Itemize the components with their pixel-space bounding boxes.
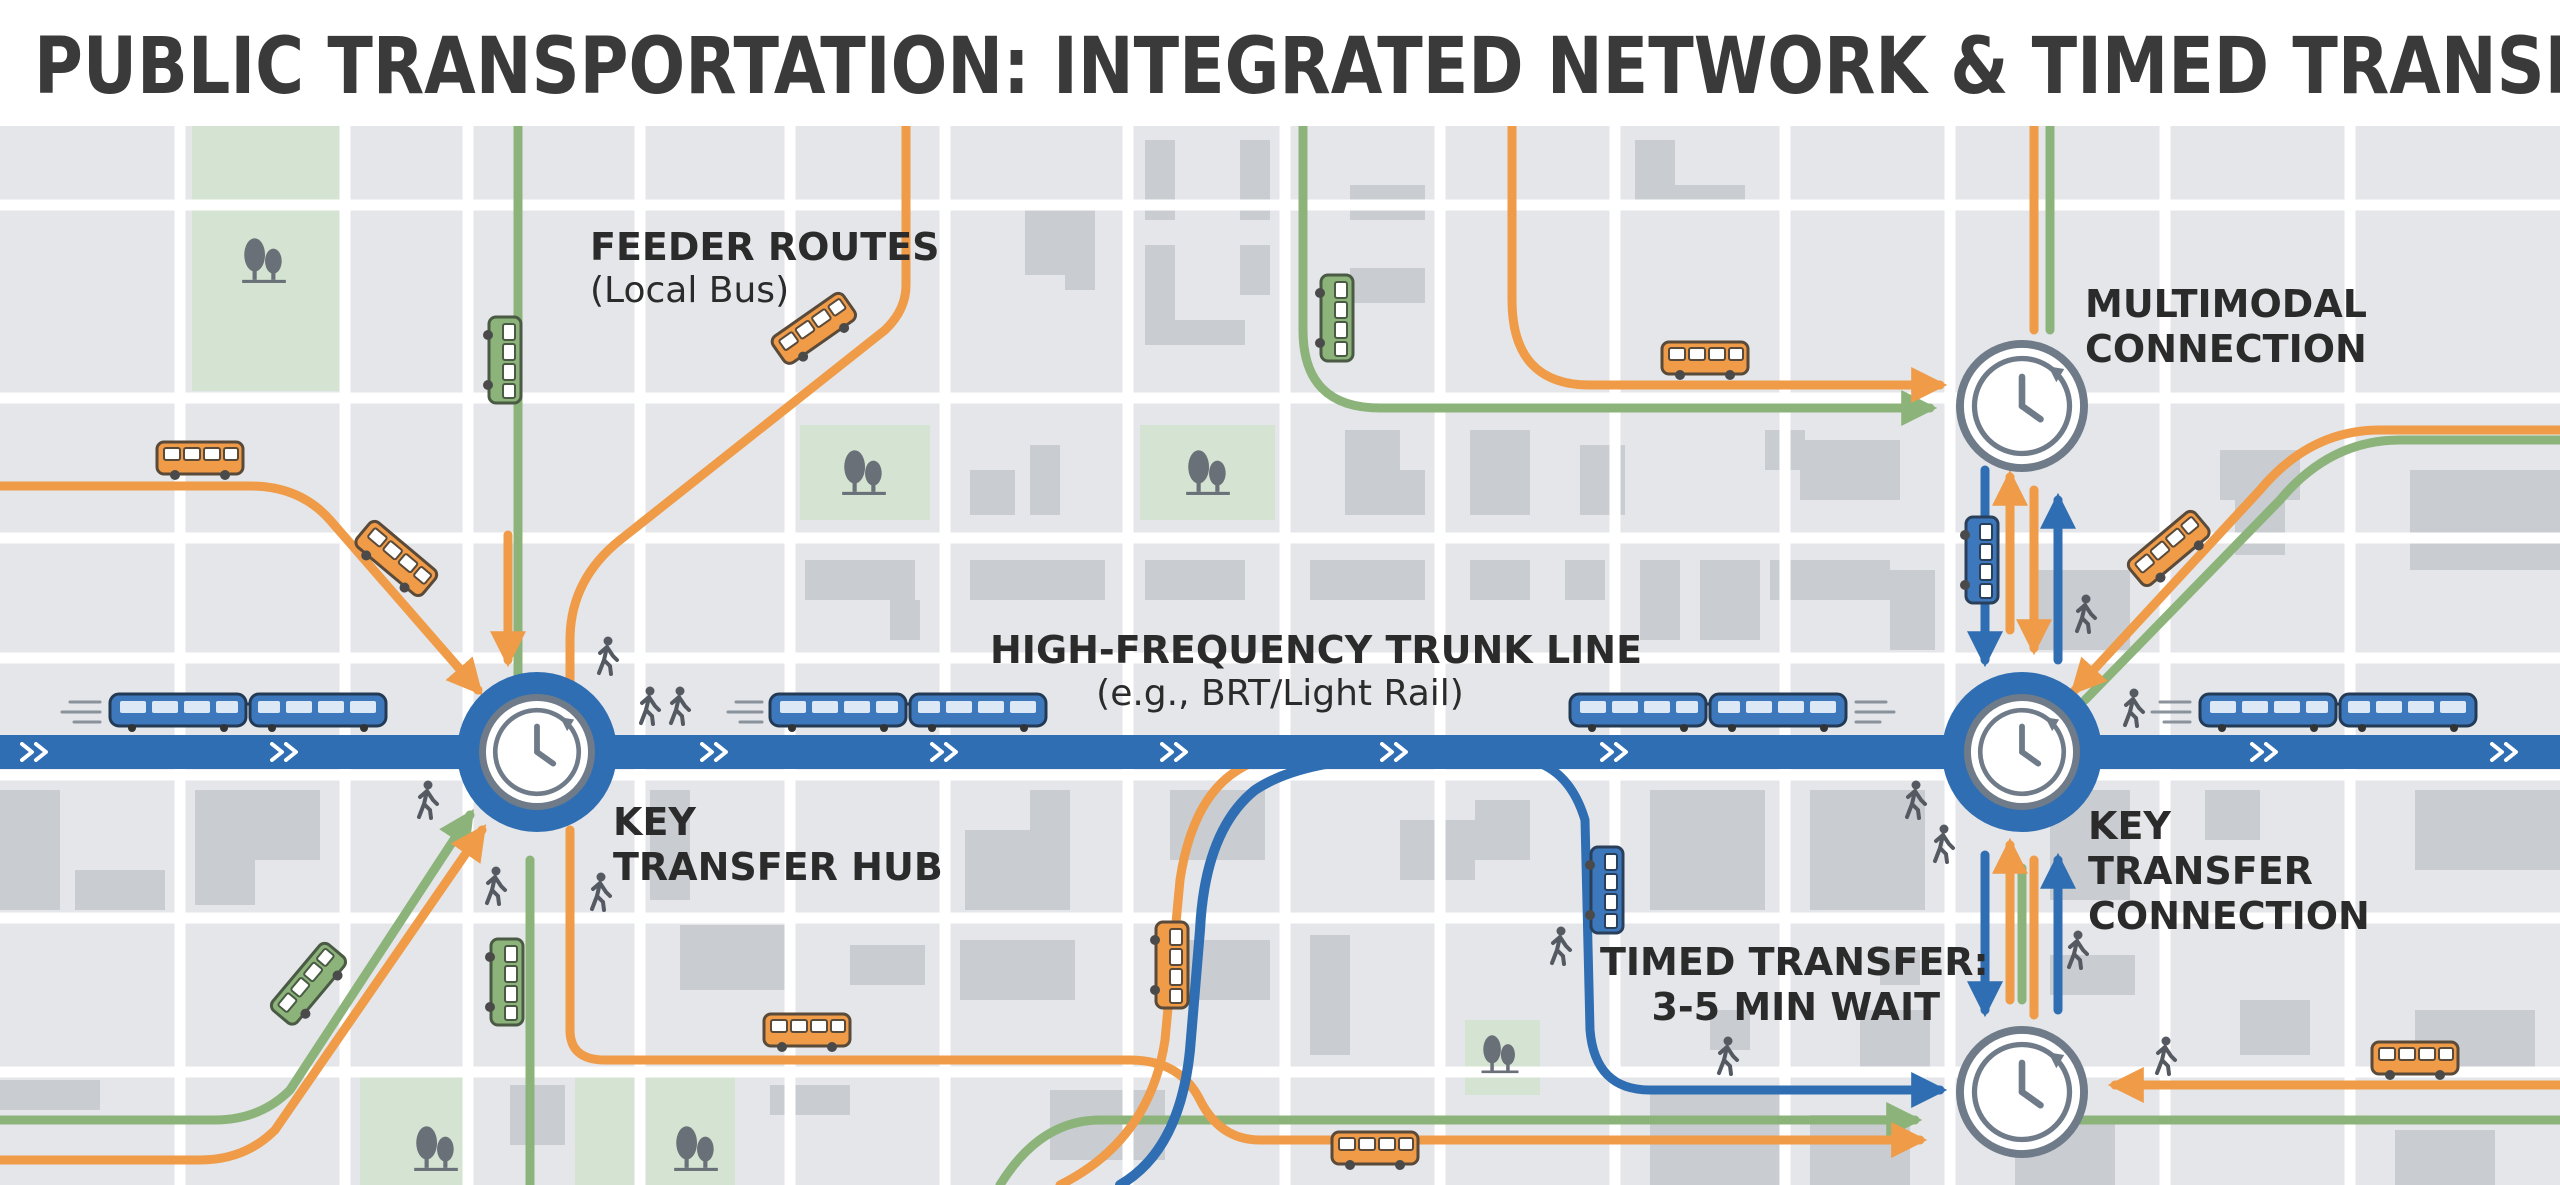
trunk-line-title: HIGH-FREQUENCY TRUNK LINE [990,628,1643,672]
clock-icon [1960,1030,2084,1154]
key-transfer-connection-label: KEY TRANSFER CONNECTION [2088,804,2370,938]
feeder-routes-subtitle: (Local Bus) [590,269,790,311]
timed-transfer-label: TIMED TRANSFER: 3-5 MIN WAIT [1600,940,1989,1030]
bus-icon [483,315,523,405]
feeder-routes-orange [0,126,2560,1185]
feeder-routes-green [0,126,2560,1185]
bus-icon [1330,1130,1420,1170]
transit-map [0,126,2560,1185]
bus-icon [1660,340,1750,380]
trains [60,692,2478,734]
bus-icon [485,937,525,1027]
bus-icon [1315,273,1355,363]
bus-icon [155,440,245,480]
multimodal-connection-label: MULTIMODAL CONNECTION [2085,282,2367,372]
multimodal-connection-line2: CONNECTION [2085,326,2367,371]
clock-icon [1967,697,2076,806]
key-transfer-hub-line1: KEY [613,800,696,844]
trunk-line-label: HIGH-FREQUENCY TRUNK LINE (e.g., BRT/Lig… [990,628,1643,715]
key-transfer-connection-line2: TRANSFER [2088,848,2313,893]
trunk-line-subtitle: (e.g., BRT/Light Rail) [1096,672,1464,714]
timed-transfer-line1: TIMED TRANSFER: [1600,940,1989,984]
title-bar: PUBLIC TRANSPORTATION: INTEGRATED NETWOR… [0,0,2560,126]
bus-icon [762,1012,852,1052]
key-transfer-connection-line3: CONNECTION [2088,893,2370,938]
key-transfer-hub-line2: TRANSFER HUB [613,844,943,889]
page-title: PUBLIC TRANSPORTATION: INTEGRATED NETWOR… [34,22,2560,112]
multimodal-connection-line1: MULTIMODAL [2085,282,2367,326]
timed-transfer-line2: 3-5 MIN WAIT [1651,984,1940,1029]
feeder-routes-label: FEEDER ROUTES (Local Bus) [590,225,940,312]
clock-icon [482,697,591,806]
feeder-routes-title: FEEDER ROUTES [590,225,940,269]
key-transfer-hub-label: KEY TRANSFER HUB [613,800,943,890]
bus-icon [2370,1040,2460,1080]
transfer-hubs [457,344,2102,1154]
bus-icon [1960,515,2000,605]
bus-icon [1150,920,1190,1010]
key-transfer-connection-line1: KEY [2088,804,2171,848]
clock-icon [1960,344,2084,468]
bus-icon [1585,845,1625,935]
